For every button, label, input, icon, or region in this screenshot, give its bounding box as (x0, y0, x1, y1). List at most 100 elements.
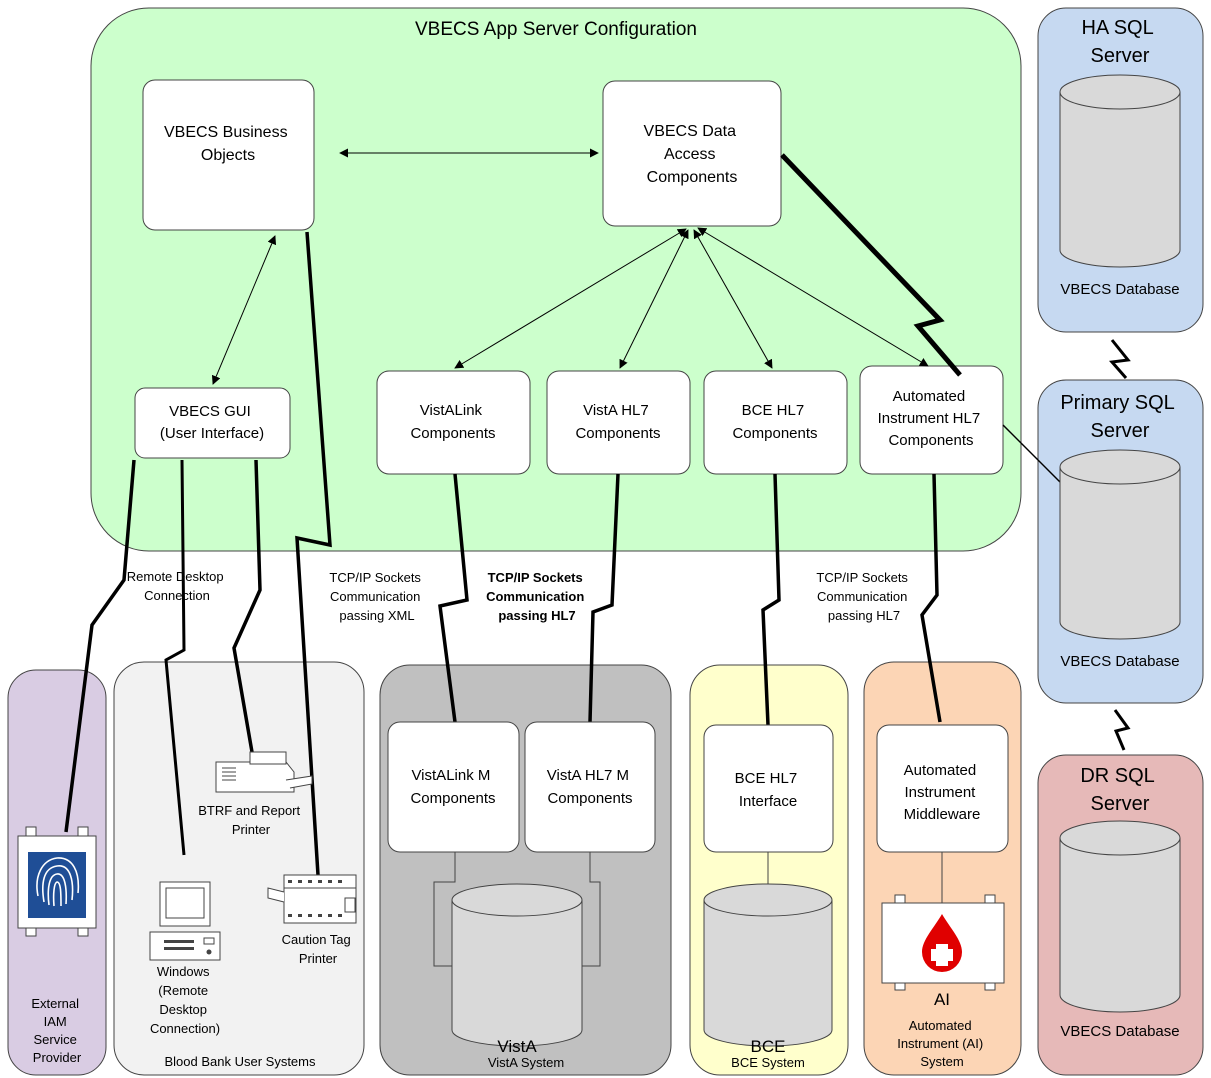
svg-text:VistALink Components: VistALink Components (410, 402, 495, 442)
vista-hl7-label-1: VistA HL7 (583, 402, 649, 419)
ha-sql-title-1: HA SQL (1081, 17, 1153, 39)
lightning-vistalink (438, 473, 469, 723)
ai-hl7-components-box: Automated Instrument HL7 Components (859, 365, 1004, 475)
vista-hl7-label-2: Components (575, 425, 660, 442)
vistalink-label-2: Components (410, 425, 495, 442)
iam-label: External IAM Service Provider (31, 996, 82, 1065)
lightning-vista-hl7 (588, 473, 620, 723)
bce-interface-label-1: BCE HL7 (735, 770, 798, 787)
ai-hl7-label-2: Instrument HL7 (878, 410, 981, 427)
tcp-xml-label: TCP/IP Sockets Communication passing XML (329, 570, 424, 623)
vista-hl7-m-box: VistA HL7 M Components (524, 721, 656, 853)
data-access-box: VBECS Data Access Components (602, 80, 782, 227)
caution-tag-printer-icon (267, 874, 357, 924)
lightning-caution-printer (295, 231, 332, 876)
vista-hl7-m-label-1: VistA HL7 M (547, 767, 629, 784)
ha-db-label: VBECS Database (1060, 281, 1179, 298)
vistalink-m-box: VistALink M Components (387, 721, 520, 853)
primary-sql-title-2: Server (1091, 420, 1150, 442)
vista-database-cylinder (451, 883, 583, 1047)
lightning-iam (64, 459, 136, 833)
svg-text:Automated Instrument HL7: Automated Instrument HL7 Components (878, 388, 985, 449)
vista-db-connectors (433, 852, 601, 967)
blood-bank-region (113, 661, 365, 1076)
dr-sql-server: DR SQL Server VBECS Database (1059, 765, 1181, 1040)
svg-text:Automated Instrument: Automated Instrument Middleware (904, 762, 981, 823)
business-objects-label-1: VBECS Business (164, 124, 288, 141)
bce-hl7-label-2: Components (732, 425, 817, 442)
ha-database-cylinder (1059, 74, 1181, 268)
dr-database-cylinder (1059, 820, 1181, 1013)
ai-middleware-label-1: Automated (904, 762, 977, 779)
svg-text:BCE HL7 Components: BCE HL7 Components (732, 402, 817, 442)
ha-sql-title-2: Server (1091, 45, 1150, 67)
bce-system-label: BCE System (731, 1055, 805, 1070)
vistalink-components-box: VistALink Components (376, 370, 531, 475)
svg-text:VBECS Data Access: VBECS Data Access Components (644, 123, 741, 186)
ai-middleware-box: Automated Instrument Middleware (876, 724, 1009, 853)
svg-text:VistA HL7 Components: VistA HL7 Components (575, 402, 660, 442)
tcp-hl7-vista-label: TCP/IP Sockets Communication passing HL7 (486, 570, 588, 623)
ha-sql-server: HA SQL Server VBECS Database (1059, 17, 1181, 298)
lightning-ai (920, 473, 942, 723)
ai-middleware-label-2: Instrument (904, 784, 976, 801)
gui-box: VBECS GUI (User Interface) (134, 387, 291, 459)
network-connectors (64, 153, 1131, 876)
arrow-business-to-gui (211, 235, 277, 385)
svg-text:DR SQL Server: DR SQL Server (1080, 765, 1159, 815)
dr-db-label: VBECS Database (1060, 1023, 1179, 1040)
ai-device-icon (881, 894, 1005, 991)
vista-system-label: VistA System (488, 1055, 564, 1070)
bce-hl7-components-box: BCE HL7 Components (703, 370, 848, 475)
vistalink-m-label-1: VistALink M (411, 767, 490, 784)
internal-arrows (211, 148, 929, 385)
windows-label: Windows (Remote Desktop Connection) (150, 964, 220, 1036)
svg-text:HA SQL Server: HA SQL Server (1081, 17, 1158, 67)
vistalink-m-label-2: Components (410, 790, 495, 807)
svg-text:VBECS Business Objects: VBECS Business Objects (164, 124, 292, 164)
lightning-btrf-printer (232, 459, 262, 753)
ai-hl7-label-3: Components (888, 432, 973, 449)
bce-hl7-label-1: BCE HL7 (742, 402, 805, 419)
ai-device-label: AI (934, 990, 950, 1009)
svg-text:VistA HL7 M Components: VistA HL7 M Components (547, 767, 633, 807)
data-access-label-3: Components (647, 169, 738, 186)
data-access-label-1: VBECS Data (644, 123, 737, 140)
lightning-data-to-primary (780, 153, 962, 377)
business-objects-label-2: Objects (201, 147, 255, 164)
bce-interface-label-2: Interface (739, 793, 797, 810)
primary-sql-server: Primary SQL Server VBECS Database (1059, 392, 1181, 670)
ai-system-label: Automated Instrument (AI) System (897, 1018, 987, 1069)
gui-label-2: (User Interface) (160, 425, 264, 442)
vistalink-label-1: VistALink (420, 402, 483, 419)
bce-database-cylinder (703, 883, 833, 1047)
svg-text:VistALink M Components: VistALink M Components (410, 767, 495, 807)
lightning-windows (164, 459, 186, 856)
blood-bank-label: Blood Bank User Systems (164, 1054, 316, 1069)
bce-hl7-interface-box: BCE HL7 Interface (703, 724, 834, 853)
lightning-bce (761, 473, 781, 726)
primary-db-label: VBECS Database (1060, 653, 1179, 670)
dr-sql-title-2: Server (1091, 793, 1150, 815)
svg-text:BCE HL7 Interface: BCE HL7 Interface (735, 770, 802, 810)
app-server-title: VBECS App Server Configuration (415, 19, 697, 40)
btrf-printer-label: BTRF and Report Printer (198, 803, 304, 837)
gui-label-1: VBECS GUI (169, 403, 251, 420)
svg-text:Primary SQL Server: Primary SQL Server (1060, 392, 1179, 442)
caution-printer-label: Caution Tag Printer (282, 932, 355, 966)
svg-text:VBECS GUI (User Interfac: VBECS GUI (User Interface) (160, 403, 264, 442)
vista-hl7-m-label-2: Components (547, 790, 632, 807)
business-objects-box: VBECS Business Objects (142, 79, 315, 231)
iam-fingerprint-icon (17, 826, 97, 937)
vista-db-label: VistA (497, 1037, 537, 1056)
vista-hl7-components-box: VistA HL7 Components (546, 370, 691, 475)
primary-database-cylinder (1059, 449, 1181, 640)
dr-sql-title-1: DR SQL (1080, 765, 1154, 787)
btrf-printer-icon (215, 751, 313, 793)
remote-desktop-label: Remote Desktop Connection (127, 569, 227, 603)
arrow-data-to-ai-hl7 (697, 227, 929, 367)
windows-computer-icon (149, 881, 221, 961)
bce-db-label: BCE (751, 1037, 786, 1056)
lightning-primary-dr (1113, 709, 1131, 751)
